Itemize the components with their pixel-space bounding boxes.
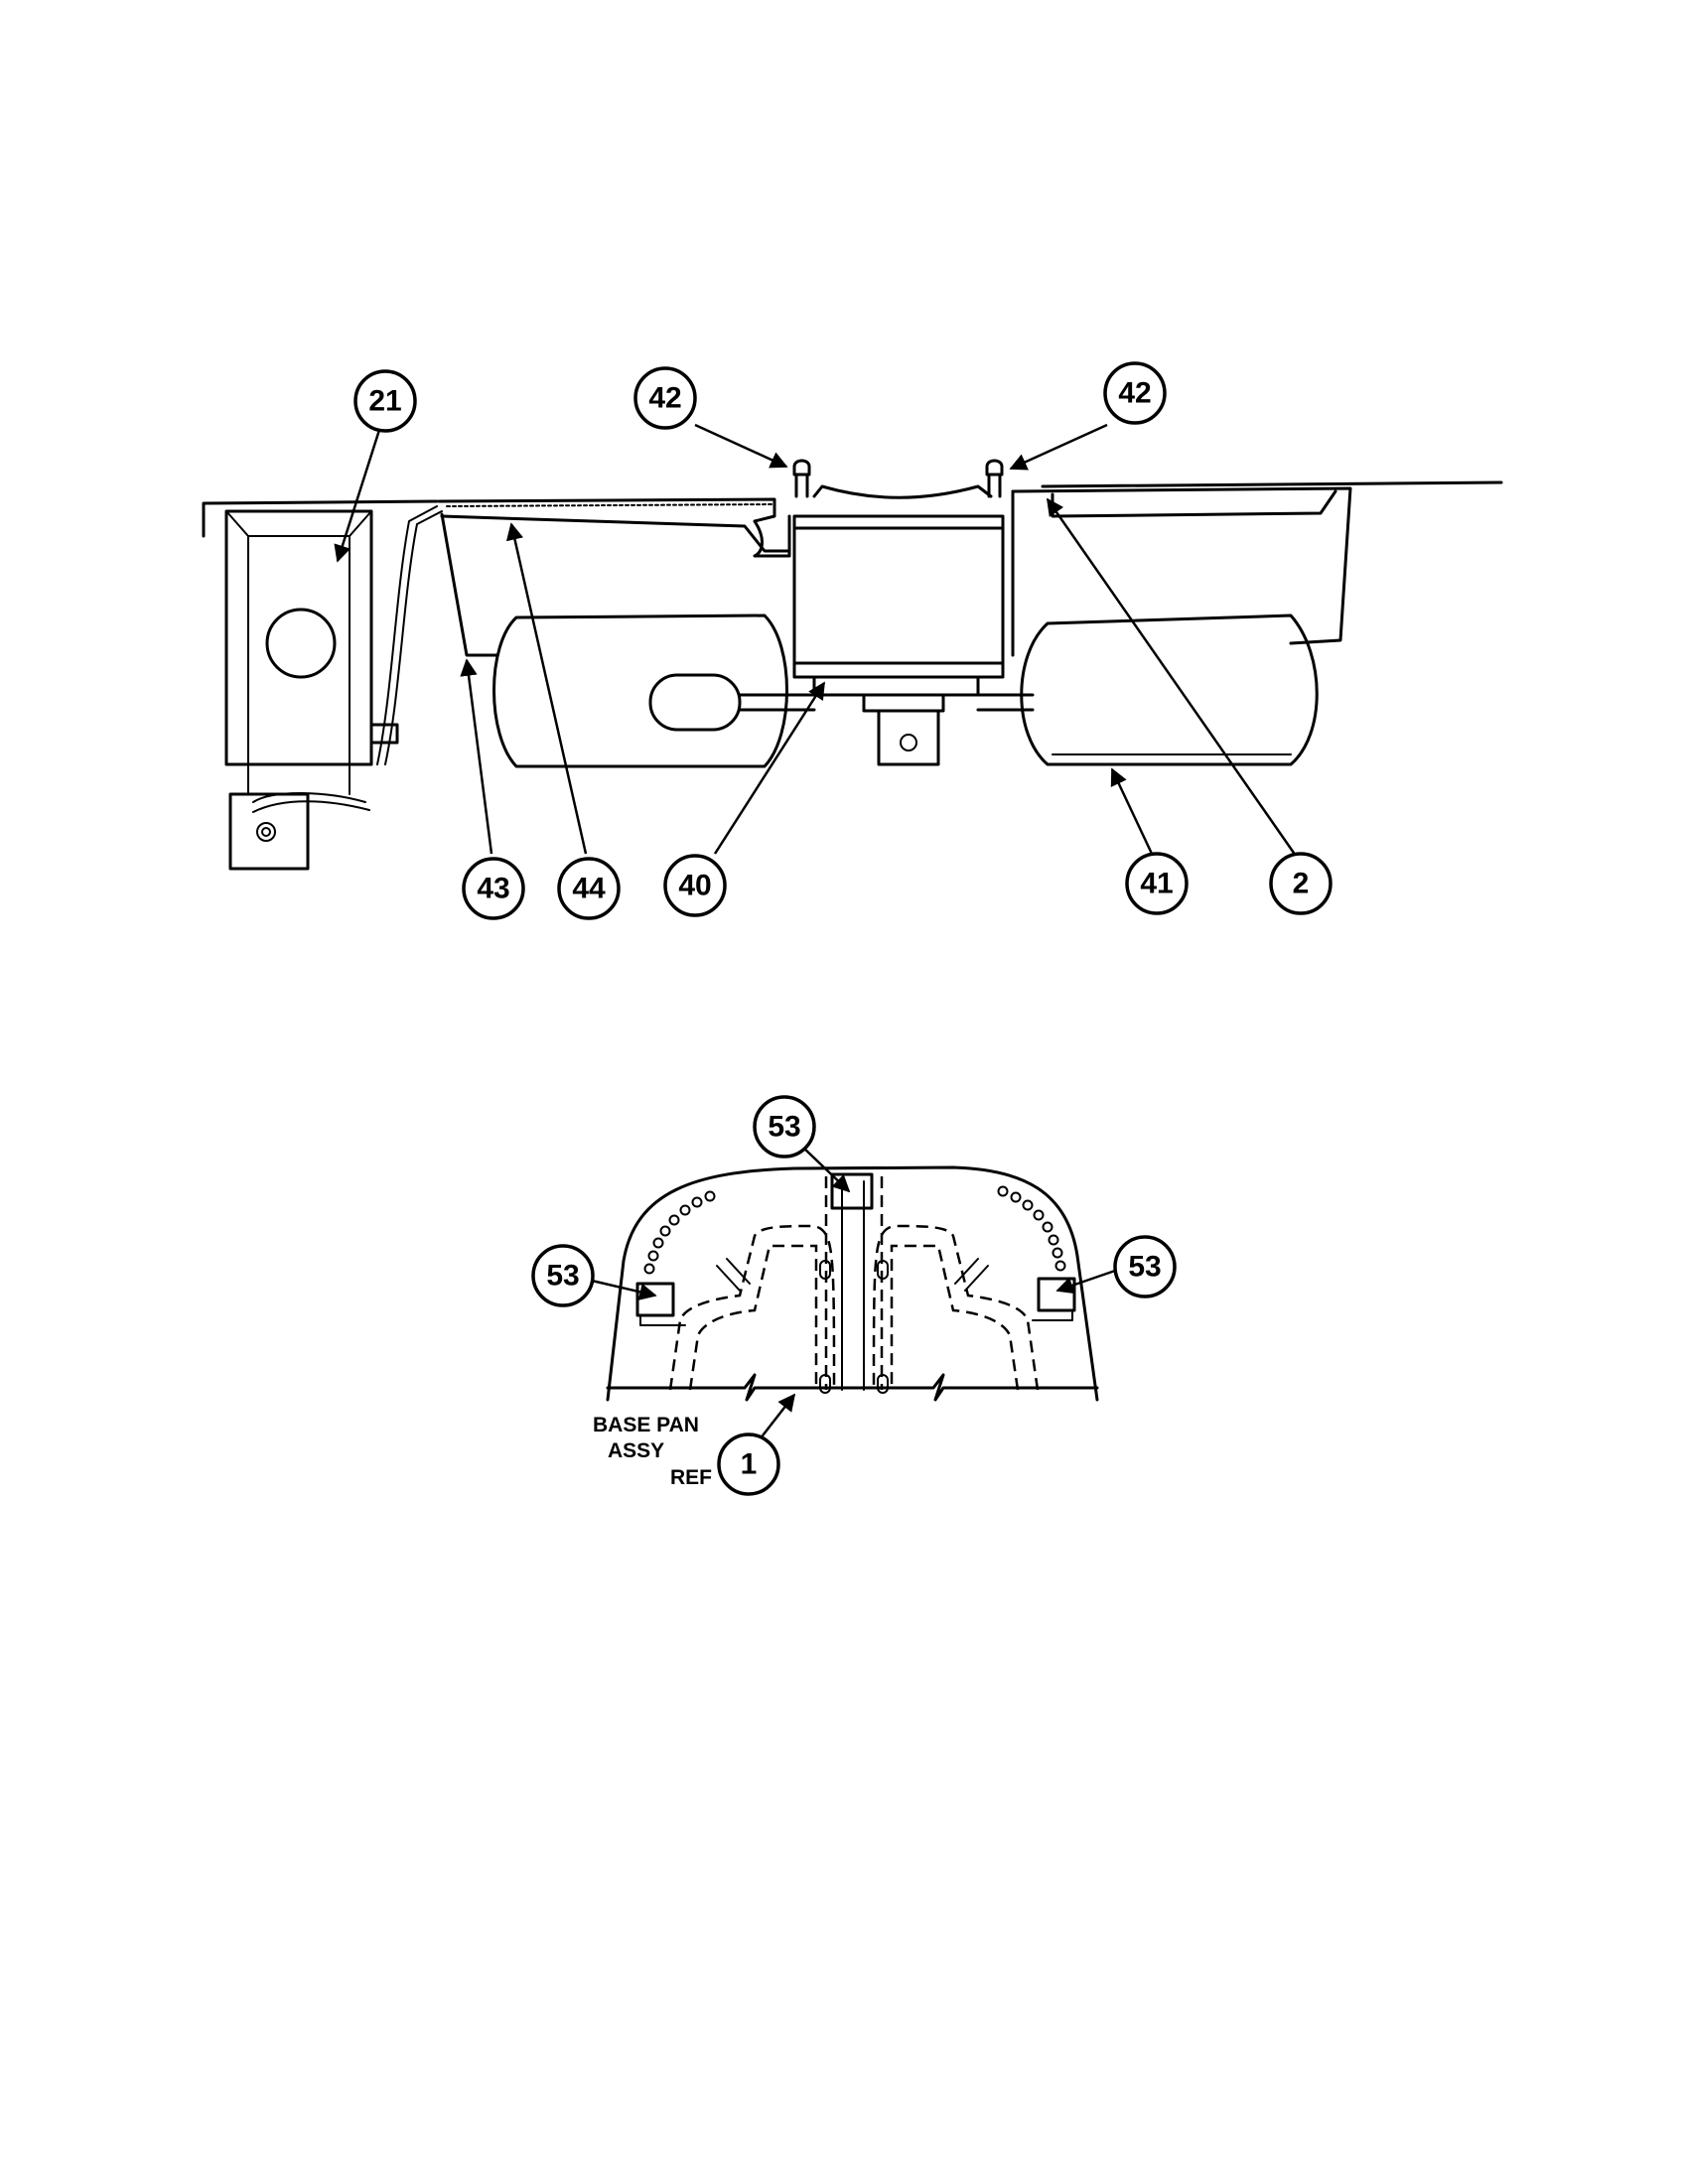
svg-text:21: 21 [368, 385, 401, 418]
callout-1: 1 [717, 1433, 780, 1496]
pad-right [1037, 1277, 1076, 1312]
leader-53-top [801, 1146, 851, 1193]
callout-21: 21 [353, 369, 417, 433]
slot-markers [716, 1258, 989, 1394]
hidden-center-strip [824, 1176, 884, 1390]
hole-pattern-left [643, 1190, 716, 1275]
leader-40 [713, 681, 826, 855]
hole-pattern-right [997, 1185, 1066, 1272]
svg-text:40: 40 [678, 870, 711, 902]
left-tank [492, 614, 816, 768]
pad-left [635, 1282, 675, 1317]
upper-assembly-view: 21 42 42 43 44 40 41 2 [202, 361, 1503, 920]
leader-41 [1110, 767, 1154, 855]
callout-53-top: 53 [753, 1095, 816, 1159]
callout-41: 41 [1125, 852, 1189, 915]
note-line-1: BASE PAN [593, 1414, 699, 1436]
leader-42-left [694, 423, 788, 469]
callout-42-right: 42 [1103, 361, 1167, 425]
leader-42-right [1009, 423, 1108, 471]
bolt-left [792, 459, 811, 498]
hidden-channel-right [872, 1224, 1040, 1391]
svg-text:42: 42 [648, 382, 681, 415]
electrical-box [224, 505, 443, 871]
svg-text:1: 1 [741, 1448, 758, 1481]
svg-text:42: 42 [1118, 377, 1151, 410]
top-deck-line [202, 480, 1503, 538]
svg-text:53: 53 [546, 1260, 579, 1293]
svg-text:53: 53 [1128, 1251, 1161, 1284]
leader-2 [1046, 497, 1298, 857]
leader-43 [460, 658, 493, 855]
base-pan-reference-note: BASE PAN ASSY REF [593, 1414, 712, 1489]
callout-53-right: 53 [1113, 1235, 1177, 1298]
hidden-channel-right-inner [890, 1244, 1020, 1391]
callout-44: 44 [557, 857, 621, 920]
leader-1 [759, 1393, 796, 1440]
callout-43: 43 [462, 857, 525, 920]
base-pan-cut-line [606, 1373, 1099, 1402]
callout-2: 2 [1269, 852, 1333, 915]
svg-text:44: 44 [572, 873, 606, 905]
hidden-channel-left [668, 1224, 836, 1391]
note-line-3: REF [670, 1466, 712, 1489]
note-line-2: ASSY [608, 1439, 664, 1462]
hidden-channel-left-inner [688, 1244, 818, 1391]
leader-53-left [591, 1279, 657, 1300]
bolt-right [985, 459, 1004, 498]
callout-40: 40 [663, 854, 727, 917]
callout-53-left: 53 [531, 1244, 595, 1307]
base-pan-outline [606, 1165, 1099, 1402]
center-rib [841, 1180, 865, 1391]
leader-44 [505, 522, 588, 855]
svg-text:41: 41 [1140, 868, 1173, 900]
motor-block [792, 484, 1035, 766]
leader-21 [334, 426, 382, 563]
callout-42-left: 42 [633, 366, 697, 430]
svg-text:43: 43 [477, 873, 509, 905]
left-pan [437, 497, 791, 657]
svg-text:2: 2 [1293, 868, 1310, 900]
leader-53-right [1055, 1269, 1116, 1295]
lower-base-pan-view: 53 53 53 1 BASE PAN ASSY REF [531, 1095, 1177, 1496]
right-tank [1020, 614, 1319, 766]
svg-text:53: 53 [768, 1111, 800, 1144]
